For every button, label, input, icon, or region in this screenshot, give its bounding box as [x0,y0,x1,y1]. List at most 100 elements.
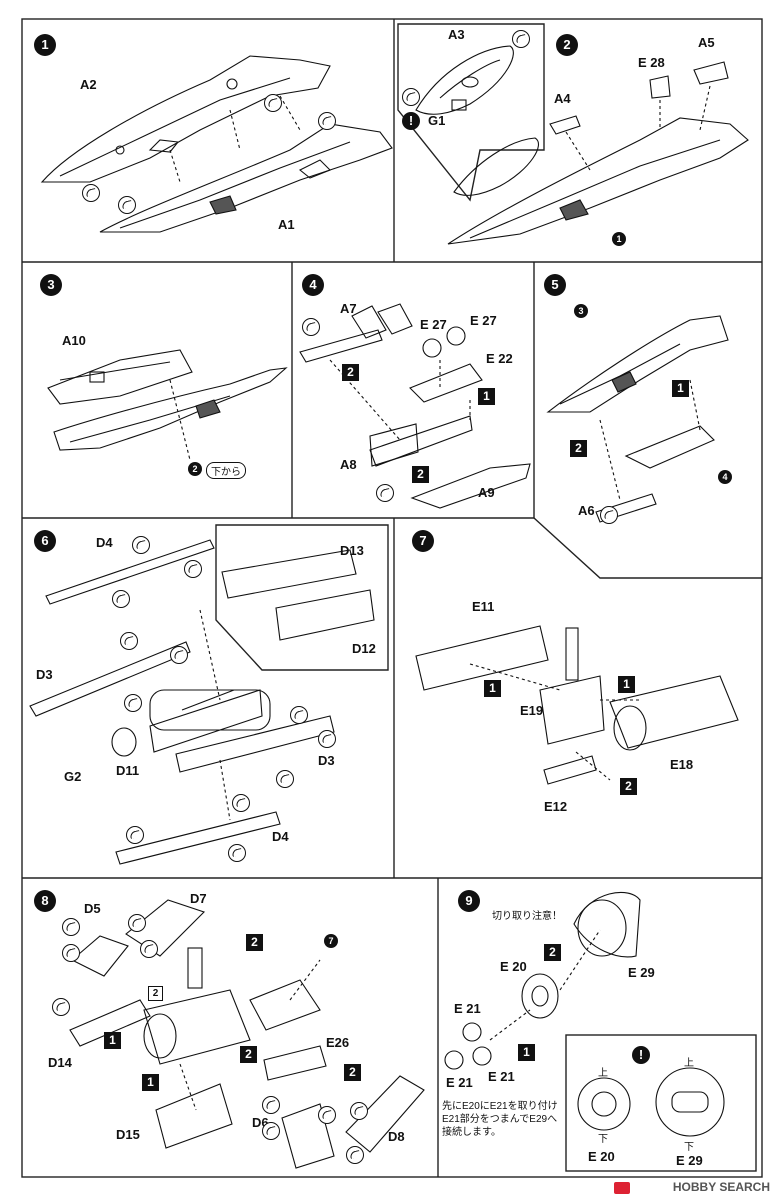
substep-badge: 2 [342,364,359,381]
part-label: E 21 [446,1075,473,1090]
part-label: D8 [388,1129,405,1144]
glue-icon [262,1096,280,1114]
glue-icon [140,940,158,958]
part-label: E 21 [454,1001,481,1016]
step-number: 1 [34,34,56,56]
part-label: E 28 [638,55,665,70]
step-ref-badge: 4 [718,470,732,484]
substep-badge: 2 [344,1064,361,1081]
part-label: D13 [340,543,364,558]
substep-badge: 1 [104,1032,121,1049]
part-label: E12 [544,799,568,814]
substep-badge: 2 [620,778,637,795]
part-label: D3 [36,667,53,682]
part-label: E 20 [588,1149,615,1164]
part-label: E11 [472,599,495,614]
orientation-down-label: 下 [684,1142,694,1153]
glue-icon [350,1102,368,1120]
substep-badge: 2 [570,440,587,457]
glue-icon [264,94,282,112]
glue-icon [82,184,100,202]
step-number: 4 [302,274,324,296]
part-label: E 27 [470,313,497,328]
cutting-caution-text: 切り取り注意！ [492,911,562,922]
substep-badge: 2 [412,466,429,483]
glue-icon [290,706,308,724]
substep-badge: 2 [148,986,163,1001]
part-label: D12 [352,641,376,656]
glue-icon [124,694,142,712]
glue-icon [62,944,80,962]
substep-badge: 2 [246,934,263,951]
step-number: 3 [40,274,62,296]
glue-icon [376,484,394,502]
part-label: E 29 [676,1153,703,1168]
substep-badge: 2 [544,944,561,961]
part-label: A7 [340,301,357,316]
substep-badge: 1 [142,1074,159,1091]
part-label: E19 [520,703,544,718]
substep-badge: 1 [618,676,635,693]
substep-badge: 1 [484,680,501,697]
caution-icon: ! [402,112,420,130]
part-label: A6 [578,503,595,518]
part-label: A5 [698,35,715,50]
view-from-below-label: 下から [206,462,246,479]
part-label: D4 [272,829,289,844]
part-label: E 20 [500,959,527,974]
part-label: G2 [64,769,82,784]
step-number: 2 [556,34,578,56]
part-label: E 27 [420,317,447,332]
caution-icon: ! [632,1046,650,1064]
glue-icon [276,770,294,788]
glue-icon [302,318,320,336]
step-ref-badge: 2 [188,462,202,476]
glue-icon [228,844,246,862]
part-label: A10 [62,333,86,348]
glue-icon [318,730,336,748]
glue-icon [120,632,138,650]
glue-icon [318,1106,336,1124]
part-label: D14 [48,1055,72,1070]
step-number: 6 [34,530,56,552]
step-number: 9 [458,890,480,912]
orientation-down-label: 下 [598,1134,608,1145]
glue-icon [170,646,188,664]
glue-icon [126,826,144,844]
substep-badge: 2 [240,1046,257,1063]
watermark-text: HOBBY SEARCH [672,1180,770,1194]
glue-icon [184,560,202,578]
orientation-up-label: 上 [598,1068,608,1079]
glue-icon [262,1122,280,1140]
substep-badge: 1 [478,388,495,405]
step-number: 8 [34,890,56,912]
part-label: A3 [448,27,465,42]
glue-icon [232,794,250,812]
part-label: A2 [80,77,97,92]
orientation-up-label: 上 [684,1058,694,1069]
glue-icon [132,536,150,554]
part-label: E 29 [628,965,655,980]
glue-icon [600,506,618,524]
glue-icon [112,590,130,608]
glue-icon [346,1146,364,1164]
step-number: 5 [544,274,566,296]
step-ref-badge: 1 [612,232,626,246]
part-label: A1 [278,217,295,232]
step-ref-badge: 7 [324,934,338,948]
watermark-logo-icon [614,1182,630,1194]
substep-badge: 1 [672,380,689,397]
part-label: E18 [670,757,694,772]
assembly-note-line: E21部分をつまんでE29へ [442,1114,558,1125]
step-ref-badge: 3 [574,304,588,318]
assembly-note-line: 接続します。 [442,1127,501,1138]
assembly-note-line: 先にE20にE21を取り付け [442,1101,558,1112]
part-label: D5 [84,901,101,916]
glue-icon [318,112,336,130]
part-label: D3 [318,753,335,768]
part-label: E 21 [488,1069,515,1084]
part-label: E26 [326,1035,350,1050]
glue-icon [52,998,70,1016]
